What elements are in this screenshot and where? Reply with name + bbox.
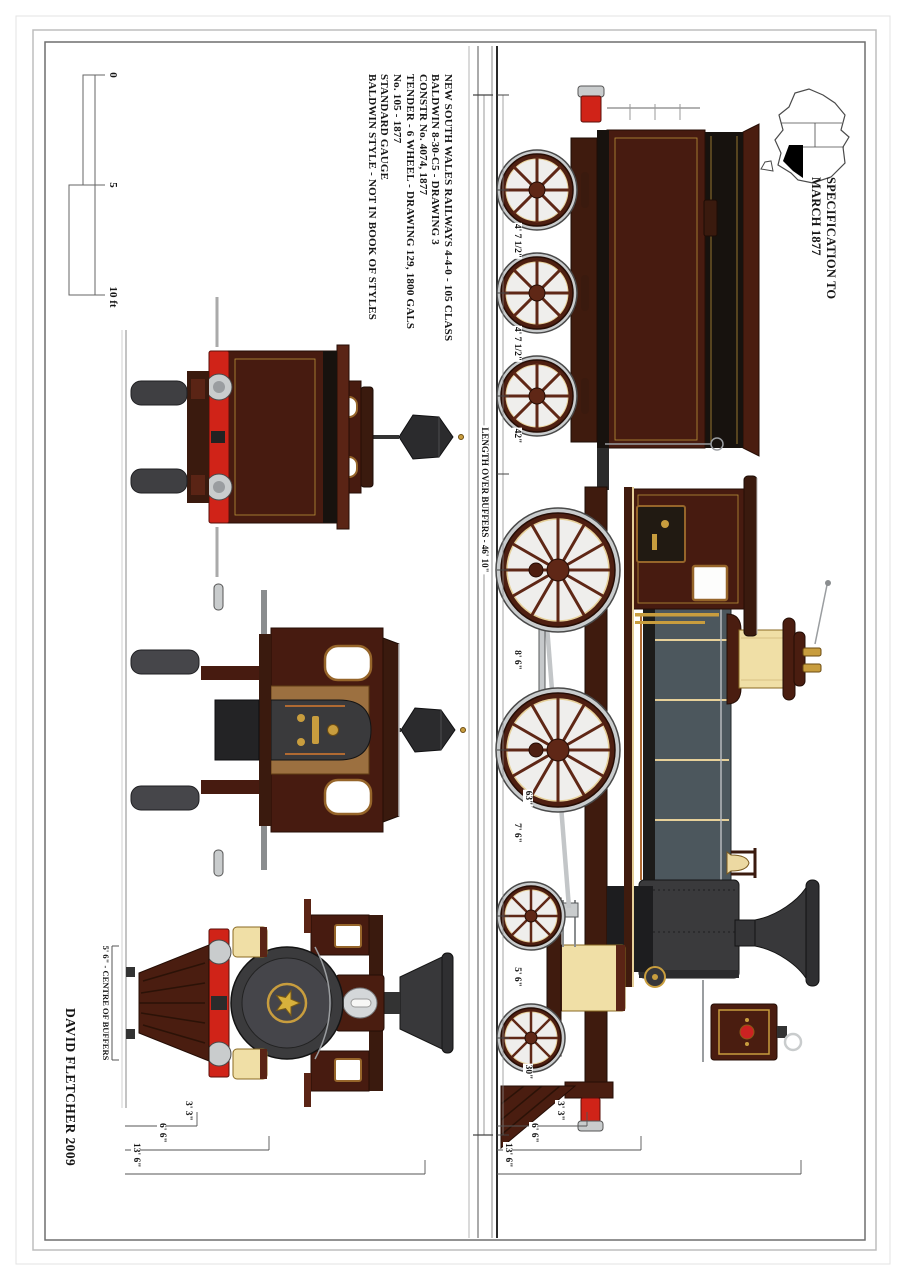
dim-length-over-buffers: LENGTH OVER BUFFERS - 46' 10" bbox=[480, 425, 490, 575]
dim-tender-engine-gap: 42" bbox=[512, 427, 522, 445]
title-line: STANDARD GAUGE bbox=[378, 74, 391, 181]
balloon-stack bbox=[734, 879, 820, 987]
locomotive-side-view bbox=[496, 475, 831, 1150]
nsw-highlight bbox=[783, 145, 803, 178]
dim-bogie-diameter: 30" bbox=[523, 1063, 533, 1081]
spec-note-line2: MARCH 1877 bbox=[809, 177, 823, 256]
cowcatcher-front bbox=[138, 944, 210, 1062]
dim-height-mid-side: 6' 6" bbox=[529, 1122, 539, 1144]
boiler bbox=[646, 584, 732, 888]
dim-height-mid-front: 6' 6" bbox=[157, 1122, 167, 1144]
dim-height-total-front: 13' 6" bbox=[131, 1142, 141, 1169]
rear-driver-wheel bbox=[496, 508, 620, 632]
scale-tick-0: 0 bbox=[107, 72, 119, 78]
cab bbox=[631, 475, 758, 637]
dim-height-buffer-side: 3' 3" bbox=[555, 1100, 565, 1122]
front-driver-wheel bbox=[496, 688, 620, 812]
side-elevation bbox=[496, 85, 831, 1150]
australia-inset-map-icon bbox=[760, 88, 850, 184]
page-border-frames bbox=[15, 15, 891, 1265]
dim-height-total-side: 13' 6" bbox=[503, 1142, 513, 1169]
dimension-lines bbox=[111, 94, 802, 1175]
scale-tick-5: 5 bbox=[107, 182, 119, 188]
scale-bar bbox=[68, 74, 105, 296]
title-line: NEW SOUTH WALES RAILWAYS 4-4-0 - 105 CLA… bbox=[442, 74, 454, 342]
cab-window bbox=[691, 564, 729, 602]
dim-driver-wheelbase: 8' 6" bbox=[512, 649, 522, 671]
specification-note: SPECIFICATION TO MARCH 1877 bbox=[808, 177, 838, 299]
tender-side-view bbox=[497, 85, 760, 490]
cab-backhead-view bbox=[130, 583, 466, 877]
spec-note-line1: SPECIFICATION TO bbox=[824, 177, 838, 300]
title-line: BALDWIN 8-30-C5 - DRAWING 3 bbox=[429, 74, 442, 246]
star-emblem-icon bbox=[275, 989, 302, 1017]
dim-tender-axle-2: 4' 7 1/2" bbox=[512, 325, 522, 363]
title-line: No. 105 - 1877 bbox=[391, 74, 404, 144]
title-line: CONSTR No. 4074, 1877 bbox=[416, 74, 429, 196]
scale-tick-10ft: 10 ft bbox=[107, 286, 119, 308]
headlamp bbox=[702, 980, 803, 1062]
dim-tender-axle-1: 4' 7 1/2" bbox=[512, 222, 522, 260]
dim-centre-of-buffers: 5' 6" - CENTRE OF BUFFERS bbox=[101, 943, 111, 1063]
smokebox-door bbox=[230, 946, 344, 1060]
dim-driver-diameter: 63" bbox=[523, 789, 533, 807]
artist-credit: DAVID FLETCHER 2009 bbox=[63, 1008, 78, 1167]
front-buffer bbox=[580, 1097, 601, 1123]
dim-height-buffer-front: 3' 3" bbox=[183, 1100, 193, 1122]
tender-rear-view bbox=[130, 297, 464, 577]
front-headlamp bbox=[335, 974, 385, 1032]
bell bbox=[726, 848, 757, 878]
title-line: TENDER - 6 WHEEL - DRAWING 129, 1800 GAL… bbox=[403, 74, 416, 330]
dim-driver-to-bogie: 7' 6" bbox=[512, 822, 522, 844]
dim-bogie-wheelbase: 5' 6" bbox=[512, 966, 522, 988]
title-block: NEW SOUTH WALES RAILWAYS 4-4-0 - 105 CLA… bbox=[365, 74, 454, 341]
title-line: BALDWIN STYLE - NOT IN BOOK OF STYLES bbox=[365, 74, 378, 321]
locomotive-front-view bbox=[126, 899, 454, 1107]
steam-dome bbox=[726, 580, 831, 705]
